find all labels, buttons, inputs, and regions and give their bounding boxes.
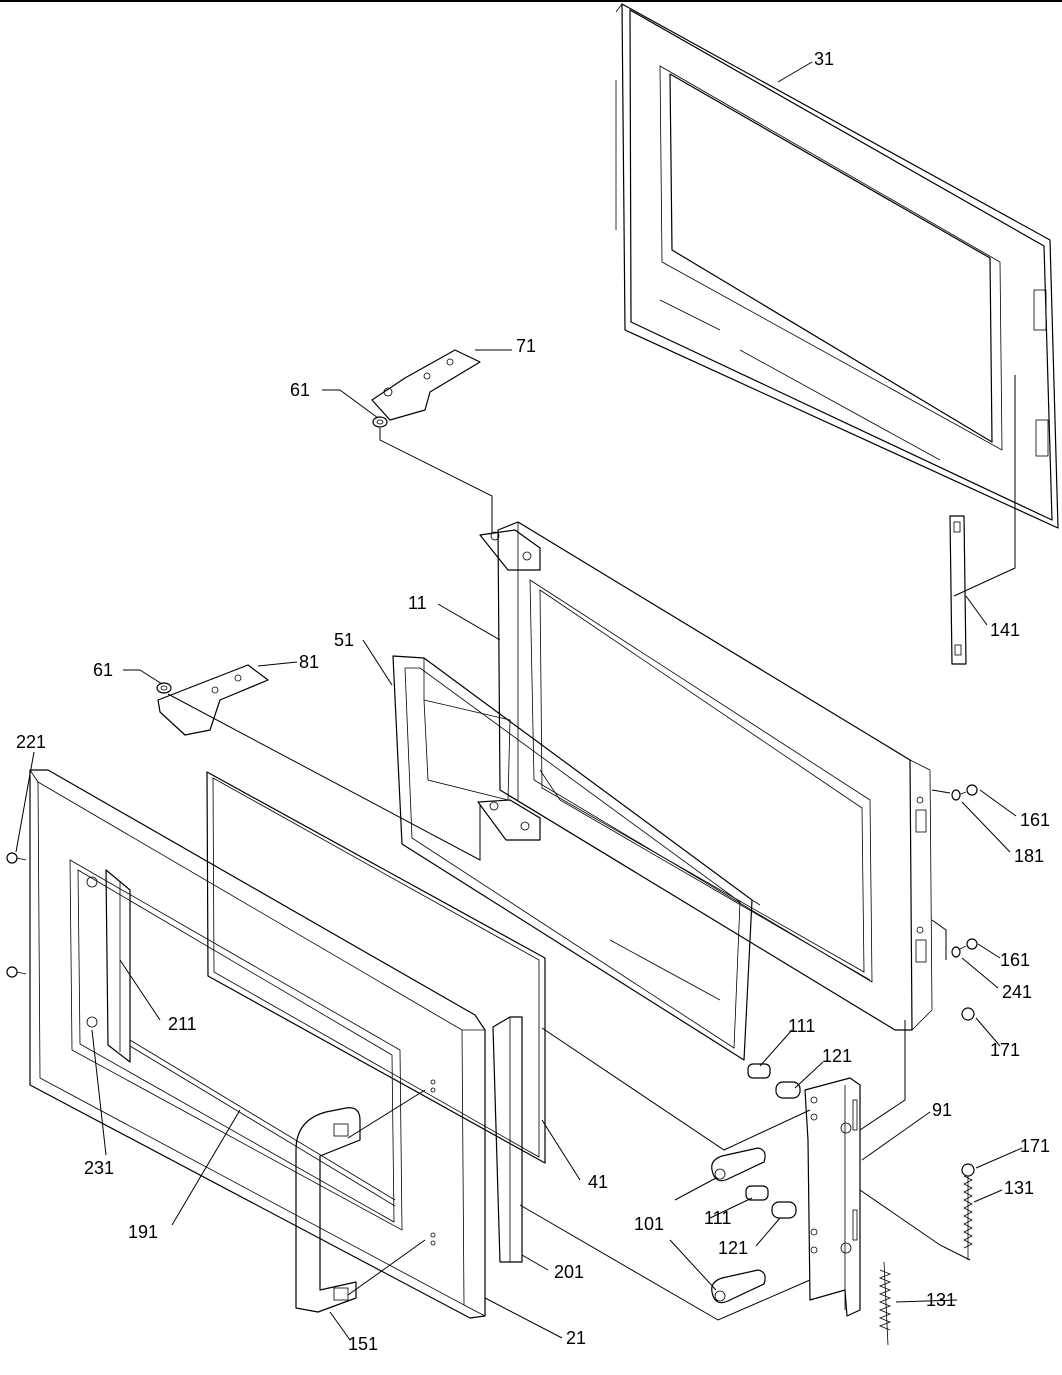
pin-111-upper <box>747 1063 771 1079</box>
callout-71: 71 <box>516 336 536 356</box>
callout-141: 141 <box>990 620 1020 640</box>
screw-221-lower <box>6 966 27 978</box>
callout-61-lower: 61 <box>93 660 113 680</box>
callout-41: 41 <box>588 1172 608 1192</box>
callout-151: 151 <box>348 1334 378 1354</box>
screw-221-upper <box>6 852 27 864</box>
trim-bar-201 <box>492 1016 523 1263</box>
callout-81: 81 <box>299 652 319 672</box>
callout-labels: 31 71 61 141 11 51 61 81 221 161 181 161… <box>16 49 1050 1354</box>
rear-panel-31 <box>615 3 1059 529</box>
collar-121-lower <box>771 1201 797 1219</box>
callout-171-lower: 171 <box>1020 1136 1050 1156</box>
callout-171-upper: 171 <box>990 1040 1020 1060</box>
front-door-21 <box>29 769 486 1319</box>
callout-11: 11 <box>408 593 427 613</box>
callout-121-lower: 121 <box>718 1238 748 1258</box>
inner-frame-11 <box>497 521 933 1031</box>
latch-lever-101-lower <box>711 1269 766 1304</box>
callout-191: 191 <box>128 1222 158 1242</box>
callout-61-upper: 61 <box>290 380 310 400</box>
collar-121-upper <box>775 1081 801 1099</box>
callout-101: 101 <box>634 1214 664 1234</box>
callout-31: 31 <box>814 49 834 69</box>
spring-131-upper <box>963 1168 973 1260</box>
shield-211 <box>105 869 131 1063</box>
washer-61-upper <box>372 416 388 428</box>
callout-241: 241 <box>1002 982 1032 1002</box>
spring-131-lower <box>878 1261 892 1346</box>
strip-191 <box>129 1039 396 1207</box>
latch-bracket-91 <box>804 1077 861 1317</box>
callout-161-lower: 161 <box>1000 950 1030 970</box>
leader-lines <box>15 61 1023 1341</box>
callout-181: 181 <box>1014 846 1044 866</box>
callout-111-lower: 111 <box>704 1208 731 1228</box>
callout-231: 231 <box>84 1158 114 1178</box>
pin-111-lower <box>745 1185 769 1201</box>
bracket-141 <box>949 515 967 665</box>
washer-181 <box>951 789 961 801</box>
hinge-plate-81 <box>157 664 269 736</box>
callout-131-lower: 131 <box>926 1290 956 1310</box>
callout-161-upper: 161 <box>1020 810 1050 830</box>
callout-131-upper: 131 <box>1004 1178 1034 1198</box>
callout-91: 91 <box>932 1100 952 1120</box>
hinge-bracket-upper <box>479 529 541 571</box>
washer-241 <box>951 946 961 958</box>
washer-61-lower <box>156 682 172 694</box>
screw-161-lower <box>957 938 978 951</box>
callout-221: 221 <box>16 732 46 752</box>
callout-21: 21 <box>566 1328 586 1348</box>
handle-151 <box>295 1107 361 1313</box>
screw-171-upper <box>961 1007 975 1021</box>
glass-pane-41 <box>206 771 546 1164</box>
choke-frame-51 <box>392 655 761 1061</box>
hinge-plate-71 <box>371 349 481 421</box>
callout-51: 51 <box>334 630 354 650</box>
hinge-bracket-lower <box>477 799 541 841</box>
assembly-lines <box>167 375 1016 1321</box>
callout-121-upper: 121 <box>822 1046 852 1066</box>
screw-161-upper <box>957 784 978 796</box>
callout-211: 211 <box>168 1014 197 1034</box>
callout-111-upper: 111 <box>788 1016 815 1036</box>
latch-lever-101-upper <box>711 1147 766 1182</box>
callout-201: 201 <box>554 1262 584 1282</box>
screw-171-lower <box>961 1163 975 1177</box>
